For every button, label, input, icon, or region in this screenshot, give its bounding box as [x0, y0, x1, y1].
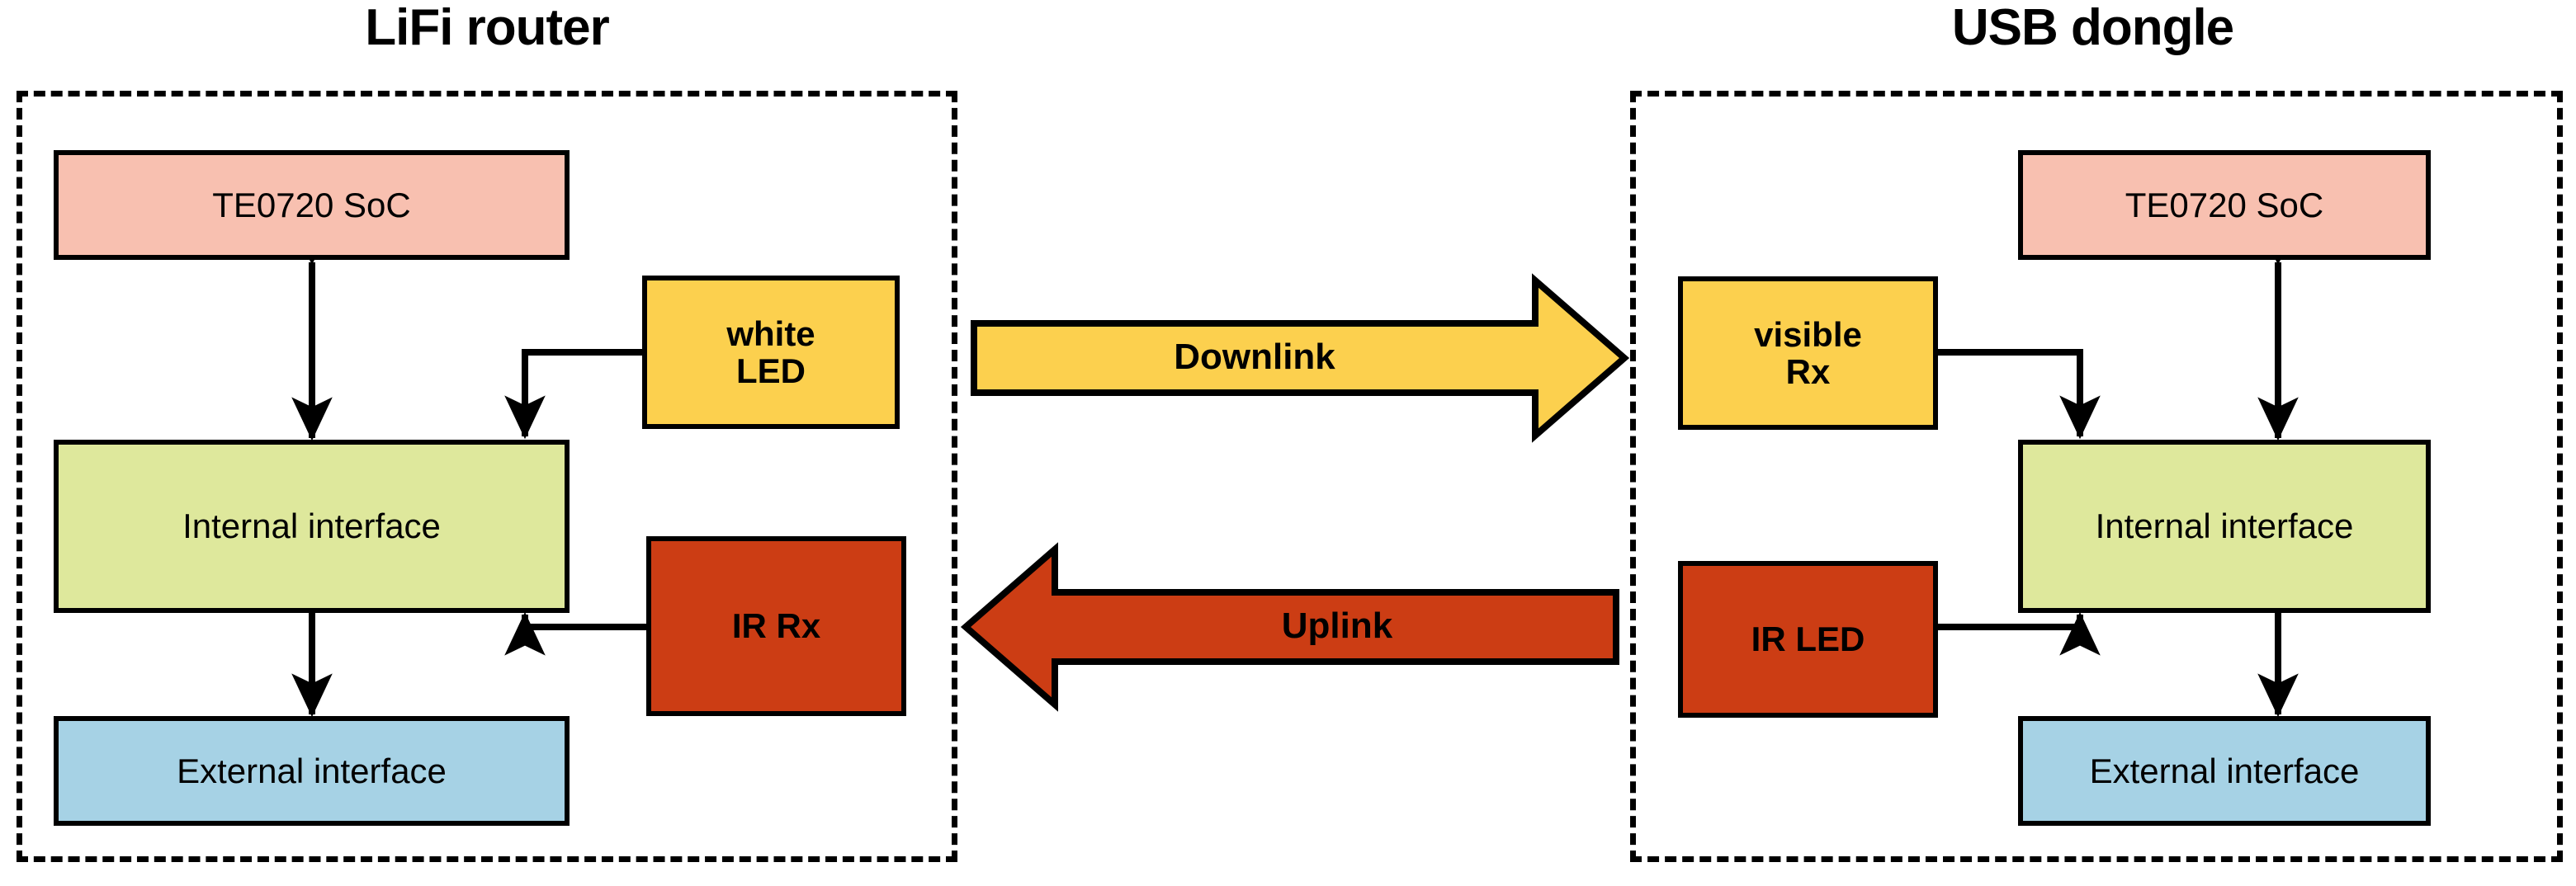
node-dongle-internal-interface-label: Internal interface: [2095, 507, 2354, 546]
node-lifi-white-led-line1: white: [726, 313, 815, 353]
panel-title-lifi-router: LiFi router: [365, 0, 610, 56]
node-lifi-ir-rx[interactable]: IR Rx: [646, 536, 906, 716]
node-dongle-external-interface[interactable]: External interface: [2018, 716, 2431, 826]
node-lifi-white-led[interactable]: white LED: [642, 276, 900, 429]
node-dongle-ir-led-label: IR LED: [1751, 620, 1865, 659]
node-lifi-soc-label: TE0720 SoC: [212, 185, 411, 224]
node-lifi-internal-interface[interactable]: Internal interface: [54, 440, 570, 613]
node-dongle-visible-rx-line1: visible: [1754, 314, 1862, 354]
node-dongle-visible-rx[interactable]: visible Rx: [1678, 276, 1938, 430]
node-dongle-visible-rx-label: visible Rx: [1683, 314, 1933, 391]
node-dongle-soc[interactable]: TE0720 SoC: [2018, 150, 2431, 260]
node-dongle-external-interface-label: External interface: [2089, 751, 2360, 790]
node-lifi-external-interface-label: External interface: [177, 751, 447, 790]
node-dongle-ir-led[interactable]: IR LED: [1678, 561, 1938, 718]
panel-boundary-lifi-router: [17, 91, 957, 862]
panel-title-usb-dongle: USB dongle: [1951, 0, 2234, 56]
node-lifi-external-interface[interactable]: External interface: [54, 716, 570, 826]
node-dongle-visible-rx-line2: Rx: [1785, 352, 1831, 391]
panel-boundary-usb-dongle: [1630, 91, 2563, 862]
connector-ir-led-to-internal: [1938, 611, 2101, 656]
node-lifi-internal-interface-label: Internal interface: [182, 507, 441, 546]
node-dongle-soc-label: TE0720 SoC: [2125, 185, 2324, 224]
connector-internal-to-white-led: [504, 349, 642, 440]
node-lifi-white-led-label: white LED: [647, 313, 895, 390]
node-lifi-soc[interactable]: TE0720 SoC: [54, 150, 570, 260]
connector-ir-rx-to-internal: [504, 611, 646, 656]
node-dongle-internal-interface[interactable]: Internal interface: [2018, 440, 2431, 613]
uplink-arrow: [960, 542, 1619, 712]
connector-visible-rx-to-internal: [1938, 349, 2101, 440]
node-lifi-white-led-line2: LED: [736, 351, 806, 390]
node-lifi-ir-rx-label: IR Rx: [731, 606, 821, 646]
downlink-arrow: [971, 273, 1630, 443]
